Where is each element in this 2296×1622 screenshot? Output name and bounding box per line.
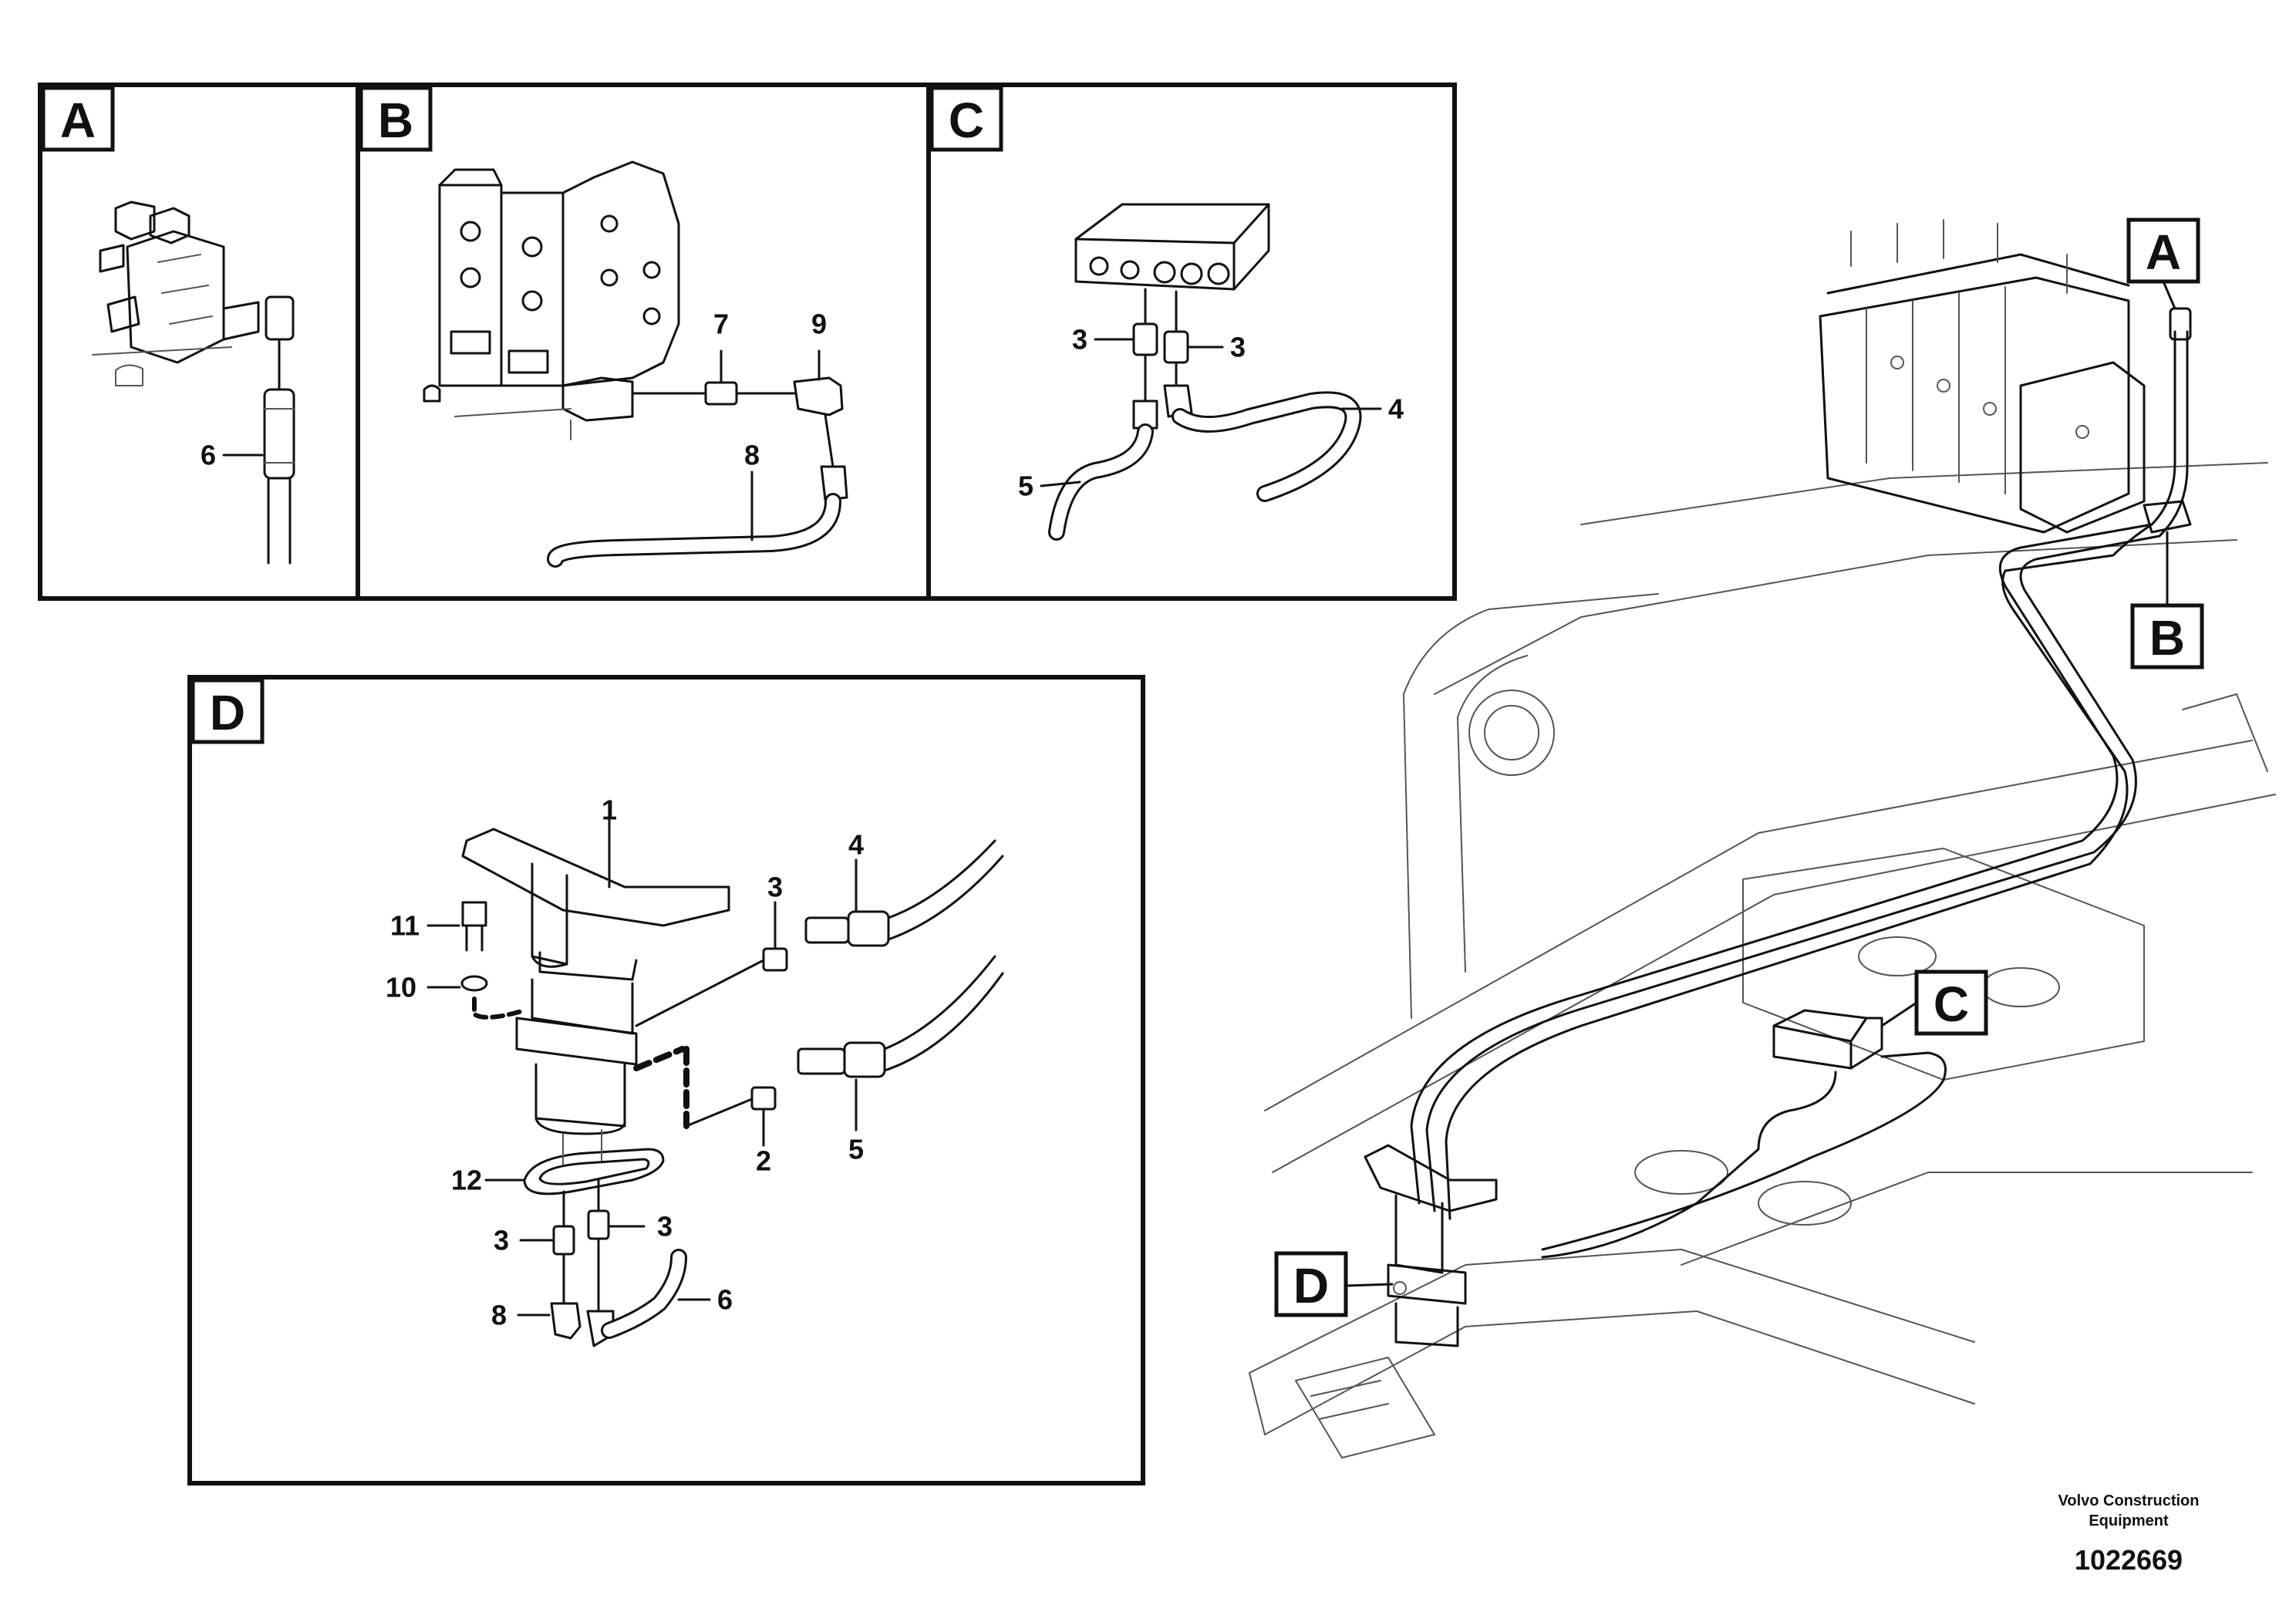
document-number: 1022669: [2075, 1544, 2183, 1576]
callout-5: 5: [848, 1134, 864, 1165]
callout-3-lower-left: 3: [494, 1225, 509, 1256]
callout-9: 9: [811, 309, 827, 340]
main-letter-a: A: [2146, 224, 2181, 280]
panel-a-letter-box: [41, 86, 115, 152]
panel-c-hose-5: [1040, 400, 1158, 541]
callout-3-left: 3: [1072, 324, 1087, 356]
callout-5: 5: [1018, 470, 1033, 502]
callout-4: 4: [848, 829, 864, 861]
panel-d-bolt-11: [426, 901, 487, 952]
panel-c-fittings-3: [1132, 288, 1189, 403]
company-name-line2: Equipment: [2089, 1512, 2169, 1529]
footer: Volvo Construction Equipment 1022669: [2058, 1492, 2200, 1576]
callout-3-upper: 3: [767, 872, 783, 903]
detail-panel-a: A 6: [38, 83, 360, 601]
callout-10: 10: [386, 972, 416, 1003]
panel-c-letter: C: [949, 93, 984, 148]
main-letter-d: D: [1293, 1258, 1329, 1313]
panel-d-fitting-2: [633, 1046, 777, 1147]
panel-b-fitting-7: [631, 349, 796, 406]
panel-c-letter-box: [929, 86, 1003, 152]
panel-d-washer-10: [426, 975, 527, 1020]
main-letter-c: C: [1934, 976, 1969, 1032]
main-letter-b: B: [2149, 610, 2185, 666]
panel-d-gasket-12: [484, 1129, 665, 1195]
panel-b-elbow-9: [793, 349, 844, 468]
main-assembly-view: A B C D: [1249, 218, 2276, 1458]
panel-d-hose-5: [797, 955, 1004, 1131]
main-letter-d-box: [1274, 1251, 1348, 1317]
callout-4: 4: [1388, 393, 1404, 425]
callout-12: 12: [451, 1165, 482, 1196]
panel-d-bracket-1: [461, 816, 730, 1135]
main-letter-c-box: [1914, 969, 1988, 1036]
machine-frame: [1249, 462, 2276, 1458]
callout-11: 11: [390, 910, 420, 942]
panel-b-letter: B: [378, 93, 413, 148]
panel-d-fittings-3-lower: [519, 1179, 646, 1313]
panel-d-letter-box: [190, 678, 265, 744]
callout-8: 8: [744, 440, 760, 471]
callout-3-right: 3: [1230, 332, 1246, 363]
panel-d-hose-4: [804, 839, 1004, 947]
panel-b-hose-8: [547, 465, 848, 568]
callout-2: 2: [756, 1145, 771, 1177]
panel-d-hose-6: [586, 1249, 711, 1347]
panel-d-fitting-3-upper: [635, 901, 788, 1027]
main-manifold-c: [1541, 1009, 1947, 1259]
panel-b-letter-box: [359, 86, 433, 152]
detail-panel-b: B: [356, 83, 931, 601]
detail-panel-d: D 1 11 10: [187, 675, 1145, 1485]
main-letter-a-box: [2126, 218, 2200, 284]
panel-d-hose-8: [517, 1302, 582, 1340]
panel-a-hose-6: [263, 338, 295, 565]
callout-3-lower-right: 3: [657, 1211, 673, 1243]
panel-a-valve-illustration: [92, 201, 295, 386]
panel-d-letter: D: [210, 685, 245, 740]
callout-8: 8: [491, 1300, 507, 1331]
panel-c-manifold-block: [1074, 203, 1270, 291]
detail-panel-c: C: [926, 83, 1457, 601]
callout-6: 6: [717, 1284, 733, 1316]
panel-c-hose-4: [1163, 384, 1382, 502]
main-hose-routing: [1410, 307, 2192, 1220]
control-valve-assembly: [1819, 219, 2146, 534]
callout-6: 6: [201, 440, 216, 471]
panel-b-valve-block-illustration: [423, 160, 680, 440]
callout-1: 1: [602, 794, 617, 826]
company-name-line1: Volvo Construction: [2058, 1492, 2200, 1509]
panel-a-letter: A: [60, 93, 96, 148]
callout-7: 7: [713, 309, 729, 340]
